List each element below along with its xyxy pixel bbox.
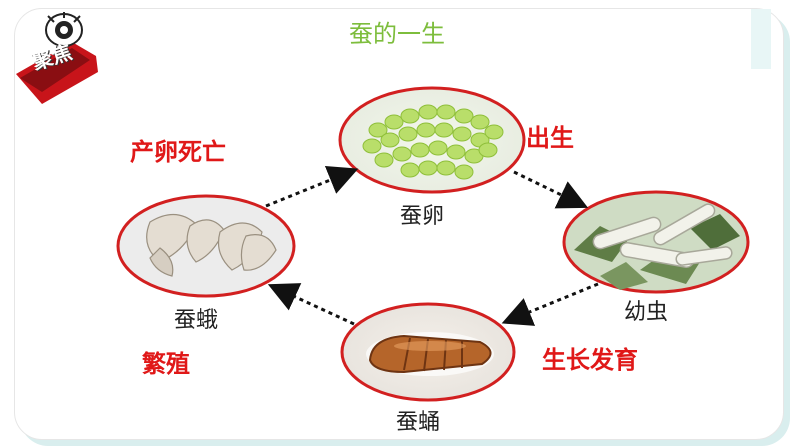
focus-badge [16,12,98,104]
reproduction-label: 繁殖 [142,350,190,378]
lay-and-die-label: 产卵死亡 [130,138,226,166]
arrow-egg-to-larva [513,170,589,209]
moth-stage [116,194,296,298]
pupa-stage [340,302,516,402]
badge-banner-shadow [20,48,90,92]
moth-label: 蚕蛾 [174,308,219,333]
larva-label: 幼虫 [624,300,669,325]
larva-stage [562,190,750,294]
page-title: 蚕的一生 [349,20,445,48]
eye-icon [45,12,83,47]
egg-stage [338,86,526,194]
moth-image [146,213,277,277]
frame-corner-accent [751,9,771,69]
egg-cluster-image [362,104,504,180]
pupa-image [366,332,494,376]
arrow-moth-to-egg [265,165,359,208]
pupa-label: 蚕蛹 [396,410,441,435]
larva-worms-image [592,203,733,268]
egg-label: 蚕卵 [400,204,445,229]
arrow-pupa-to-moth [267,283,355,326]
birth-label: 出生 [526,124,574,152]
growth-label: 生长发育 [542,346,638,374]
arrow-larva-to-pupa [501,282,599,326]
